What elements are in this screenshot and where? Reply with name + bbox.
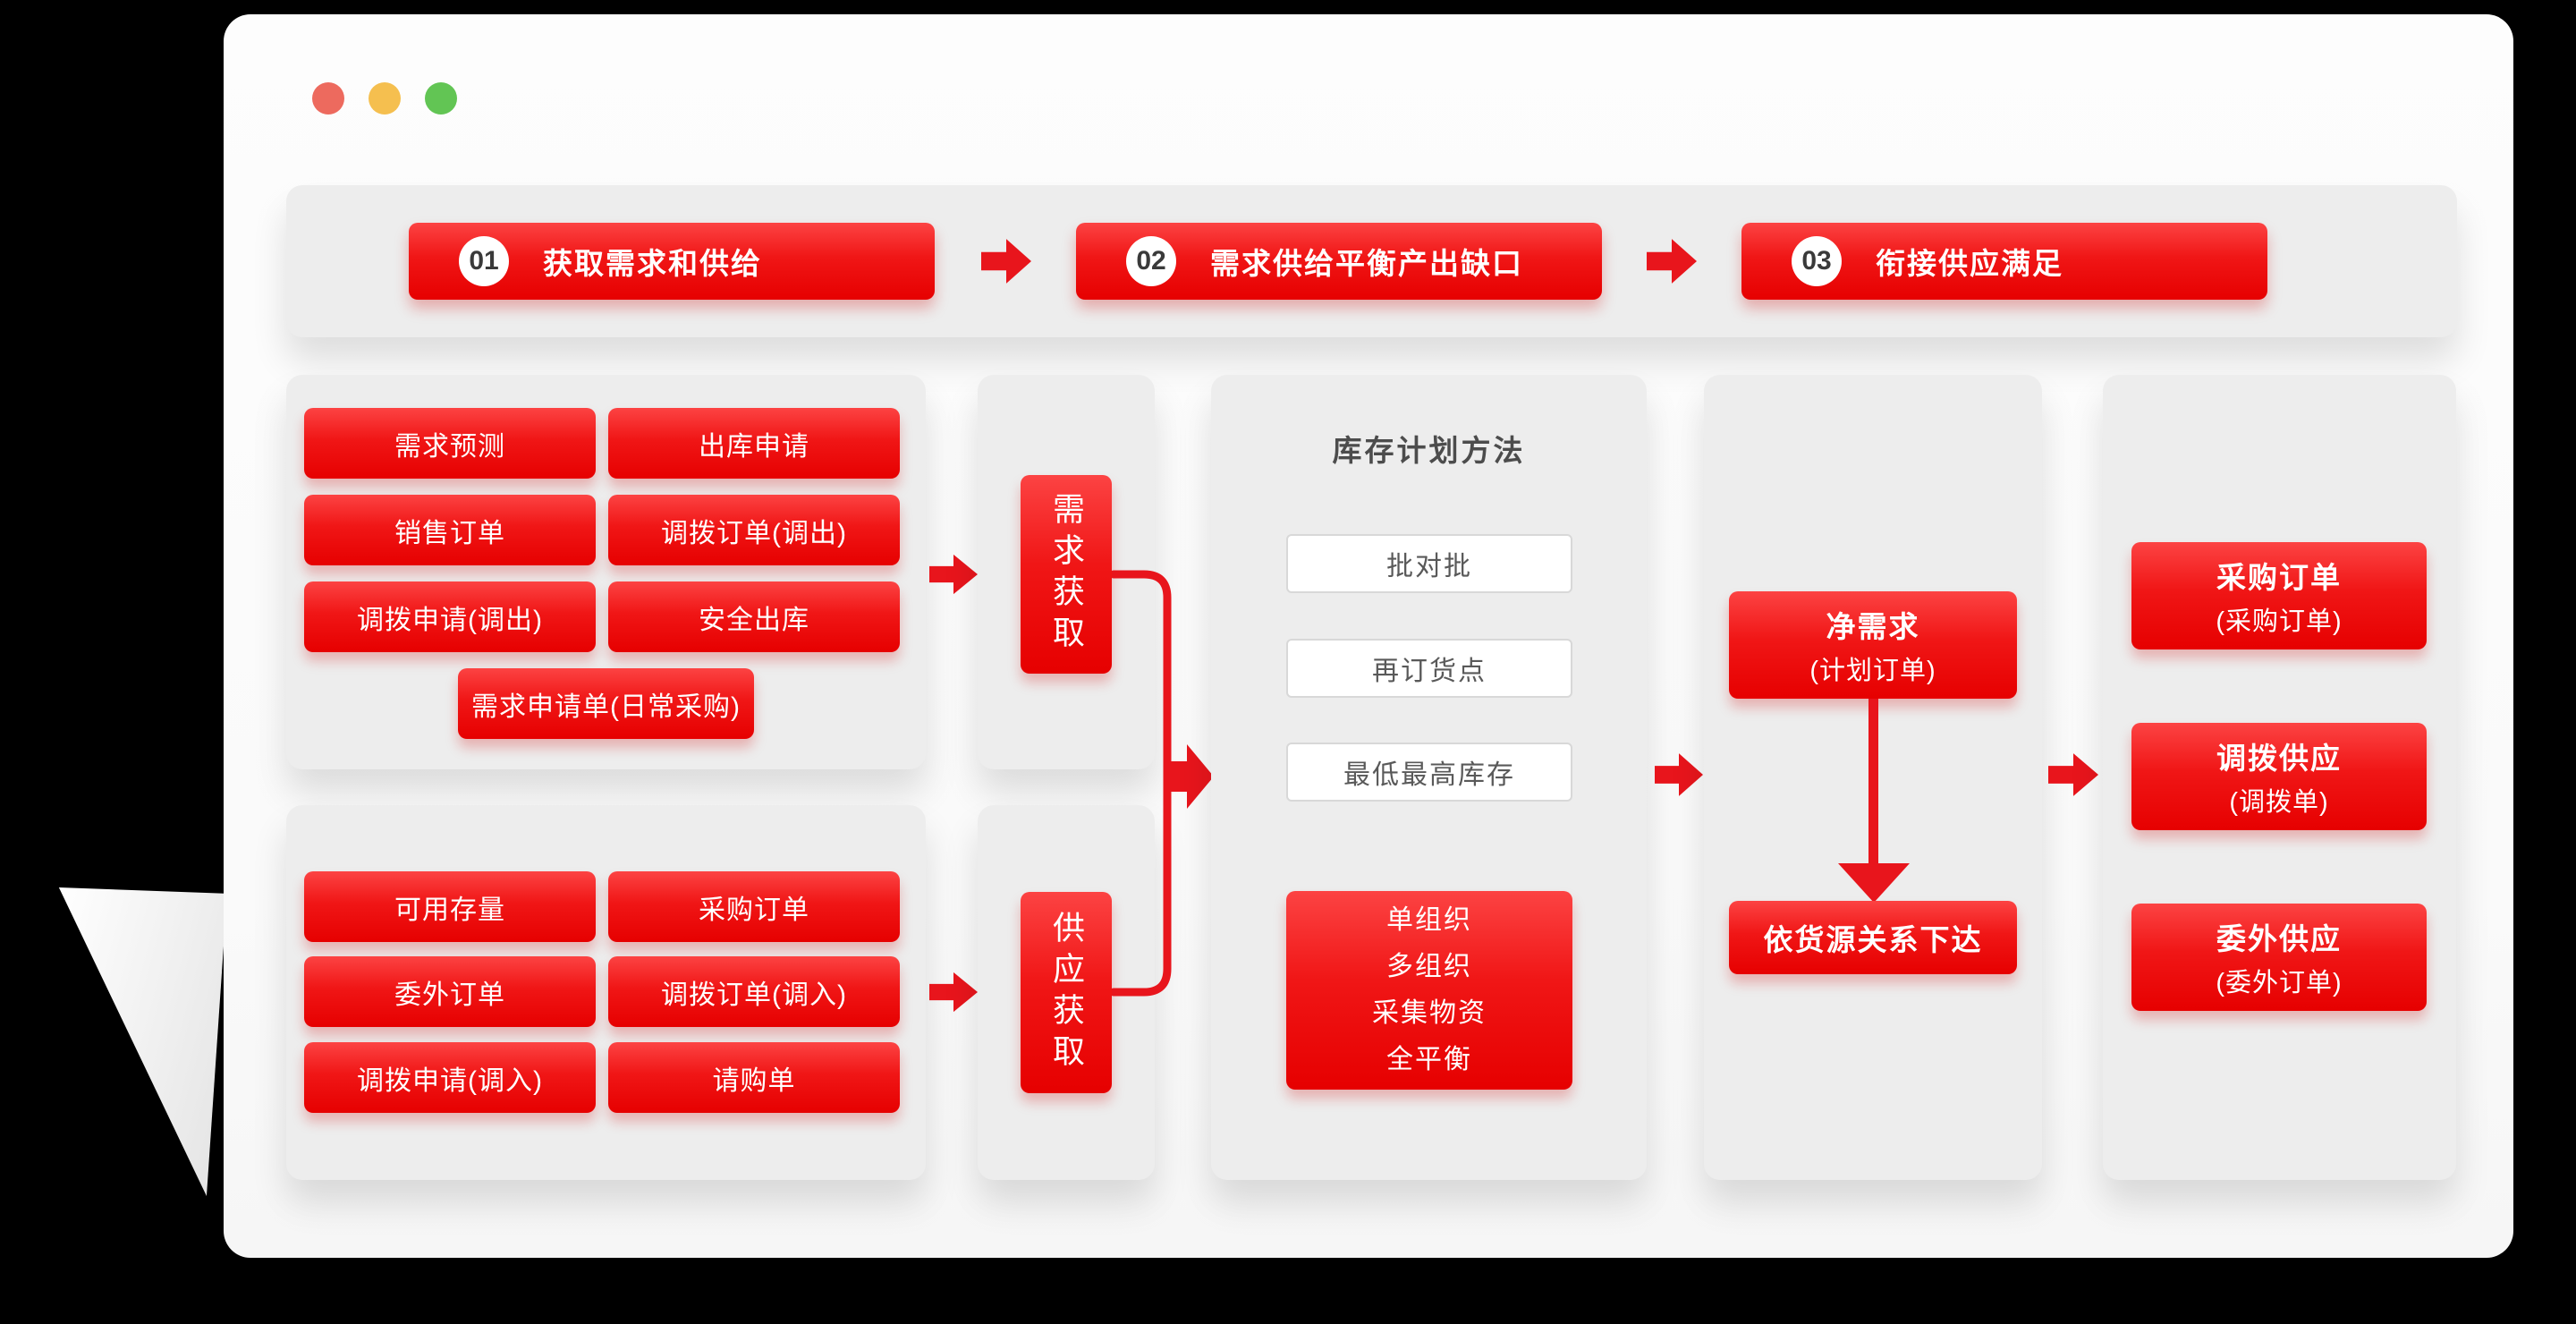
node-demand-request-daily-purchase: 需求申请单(日常采购) [458, 668, 754, 739]
node-outbound-request: 出库申请 [608, 408, 900, 479]
inventory-planning-methods-panel: 库存计划方法 批对批 再订货点 最低最高库存 单组织 多组织 采集物资 全平衡 [1211, 375, 1647, 1180]
purchase-order-output-subtitle: (采购订单) [2216, 607, 2343, 636]
page-curl-decoration [58, 887, 227, 1196]
step-arrow-1-icon [981, 239, 1031, 284]
scope-full-balance: 全平衡 [1386, 1045, 1472, 1074]
net-requirement-title: 净需求 [1826, 610, 1920, 643]
supply-sources-panel: 可用存量 采购订单 委外订单 调拨订单(调入) 调拨申请(调入) 请购单 [286, 805, 926, 1180]
step-2-label: 需求供给平衡产出缺口 [1210, 247, 1523, 280]
planning-methods-title: 库存计划方法 [1332, 434, 1526, 467]
zoom-window-button[interactable] [425, 82, 457, 115]
demand-sources-panel: 需求预测 出库申请 销售订单 调拨订单(调出) 调拨申请(调出) 安全出库 需求… [286, 375, 926, 769]
net-down-arrow-head-icon [1838, 863, 1910, 903]
node-safety-outbound: 安全出库 [608, 581, 900, 652]
demand-acquisition-panel: 需求获取 [978, 375, 1155, 769]
outsource-supply-box: 委外供应 (委外订单) [2131, 904, 2427, 1011]
supply-acquisition-box: 供应获取 [1021, 892, 1112, 1093]
step-1-label: 获取需求和供给 [543, 247, 762, 280]
step-3-number-badge: 03 [1792, 236, 1842, 286]
demand-acquisition-box: 需求获取 [1021, 475, 1112, 674]
transfer-supply-title: 调拨供应 [2216, 742, 2342, 775]
scope-multi-org: 多组织 [1386, 952, 1472, 981]
net-requirement-panel: 净需求 (计划订单) 依货源关系下达 [1704, 375, 2042, 1180]
method-reorder-point: 再订货点 [1286, 639, 1572, 698]
scope-single-org: 单组织 [1386, 905, 1472, 935]
merge-connector [1112, 570, 1214, 997]
purchase-order-output-box: 采购订单 (采购订单) [2131, 542, 2427, 649]
node-sales-order: 销售订单 [304, 495, 596, 565]
net-down-arrow-shaft [1868, 699, 1878, 865]
release-by-source-label: 依货源关系下达 [1763, 923, 1983, 956]
scope-collect-material: 采集物资 [1372, 998, 1487, 1028]
planning-scope-box: 单组织 多组织 采集物资 全平衡 [1286, 891, 1572, 1090]
node-transfer-request-out: 调拨申请(调出) [304, 581, 596, 652]
minimize-window-button[interactable] [369, 82, 401, 115]
step-arrow-2-icon [1647, 239, 1697, 284]
node-available-stock: 可用存量 [304, 871, 596, 942]
node-transfer-order-in: 调拨订单(调入) [608, 956, 900, 1027]
release-by-source-box: 依货源关系下达 [1729, 901, 2017, 974]
node-demand-forecast: 需求预测 [304, 408, 596, 479]
transfer-supply-box: 调拨供应 (调拨单) [2131, 723, 2427, 830]
close-window-button[interactable] [312, 82, 344, 115]
node-purchase-requisition: 请购单 [608, 1042, 900, 1113]
supply-fulfillment-panel: 采购订单 (采购订单) 调拨供应 (调拨单) 委外供应 (委外订单) [2103, 375, 2456, 1180]
step-1-number-badge: 01 [459, 236, 509, 286]
step-1-pill: 01 获取需求和供给 [409, 223, 935, 300]
step-2-number-badge: 02 [1126, 236, 1176, 286]
node-transfer-request-in: 调拨申请(调入) [304, 1042, 596, 1113]
outsource-supply-subtitle: (委外订单) [2216, 969, 2343, 997]
transfer-supply-subtitle: (调拨单) [2229, 788, 2329, 817]
process-steps-banner: 01 获取需求和供给 02 需求供给平衡产出缺口 03 衔接供应满足 [286, 185, 2457, 337]
step-3-label: 衔接供应满足 [1876, 247, 2063, 280]
supply-acquisition-label: 供应获取 [1048, 910, 1085, 1075]
demand-acquisition-label: 需求获取 [1048, 492, 1085, 657]
purchase-order-output-title: 采购订单 [2216, 561, 2342, 594]
outsource-supply-title: 委外供应 [2216, 922, 2342, 955]
net-requirement-subtitle: (计划订单) [1809, 657, 1936, 685]
step-2-pill: 02 需求供给平衡产出缺口 [1076, 223, 1602, 300]
node-purchase-order-src: 采购订单 [608, 871, 900, 942]
net-requirement-box: 净需求 (计划订单) [1729, 591, 2017, 699]
node-outsource-order: 委外订单 [304, 956, 596, 1027]
node-transfer-order-out: 调拨订单(调出) [608, 495, 900, 565]
step-3-pill: 03 衔接供应满足 [1741, 223, 2267, 300]
method-min-max-inventory: 最低最高库存 [1286, 743, 1572, 802]
method-lot-for-lot: 批对批 [1286, 534, 1572, 593]
